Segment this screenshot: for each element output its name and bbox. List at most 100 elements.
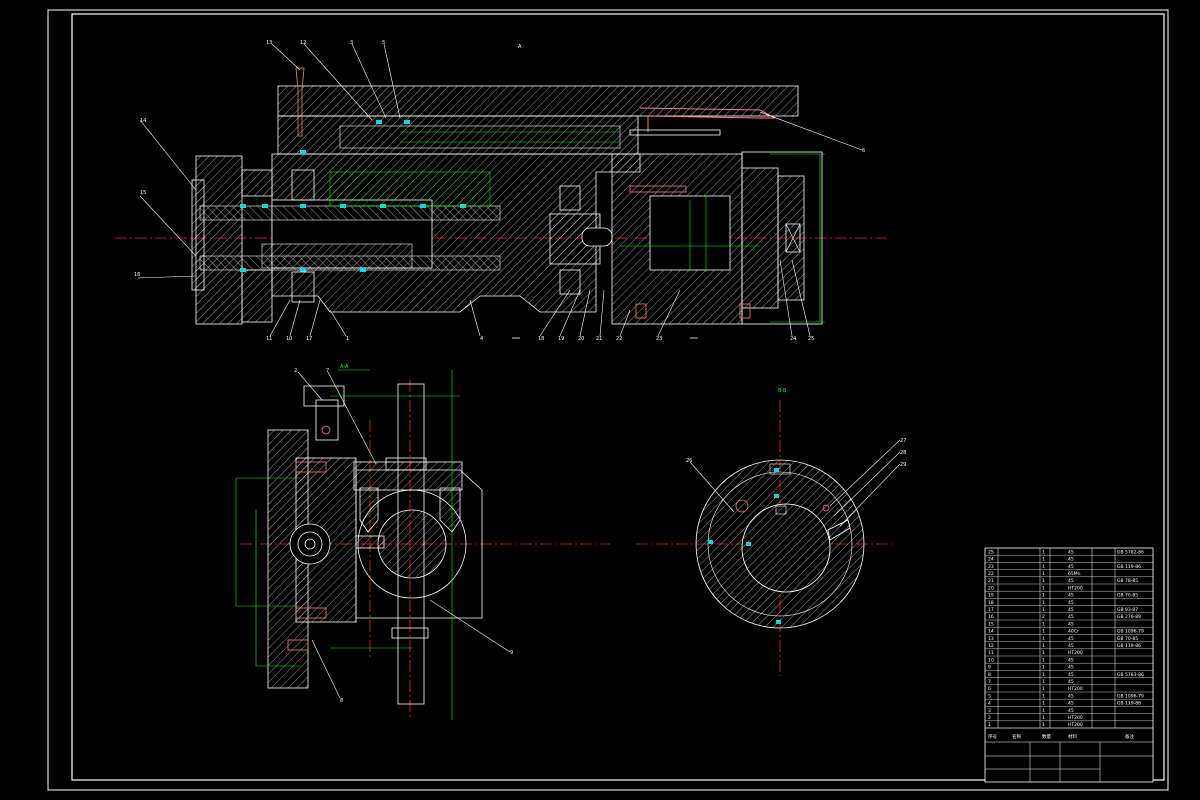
bom-cell: 9 bbox=[988, 665, 991, 671]
section-view-aa: A-A bbox=[235, 364, 610, 720]
bom-cell: 24 bbox=[988, 557, 994, 563]
callout-5: 5 bbox=[382, 40, 385, 46]
bom-cell: 1 bbox=[1042, 657, 1045, 663]
callout-22: 22 bbox=[616, 336, 622, 342]
bom-cell: GB 119-86 bbox=[1117, 701, 1141, 707]
bom-cell: 45 bbox=[1068, 564, 1074, 570]
callout-12: 12 bbox=[300, 40, 306, 46]
bom-cell: 45 bbox=[1068, 607, 1074, 613]
bom-cell: 2 bbox=[1042, 614, 1045, 620]
callout-28: 28 bbox=[900, 450, 906, 456]
callout-20: 20 bbox=[578, 336, 584, 342]
bom-cell: 1 bbox=[988, 722, 991, 728]
callout-16: 16 bbox=[134, 272, 140, 278]
bom-cell: 45 bbox=[1068, 643, 1074, 649]
bom-cell: 1 bbox=[1042, 722, 1045, 728]
bom-cell: 1 bbox=[1042, 715, 1045, 721]
bom-cell: 45 bbox=[1068, 621, 1074, 627]
callout-1: 1 bbox=[346, 336, 349, 342]
bom-cell: 17 bbox=[988, 607, 994, 613]
callout-8: 8 bbox=[340, 698, 343, 704]
bom-cell: 1 bbox=[1042, 672, 1045, 678]
callout-24: 24 bbox=[790, 336, 796, 342]
callout-13: 13 bbox=[266, 40, 272, 46]
callout-4: 4 bbox=[480, 336, 483, 342]
bom-cell: HT200 bbox=[1068, 722, 1083, 728]
bom-cell: 19 bbox=[988, 593, 994, 599]
bom-cell: GB 5783-86 bbox=[1117, 672, 1144, 678]
bom-cell: 8 bbox=[988, 672, 991, 678]
view-label-aa: A-A bbox=[340, 364, 349, 370]
callout-26: 26 bbox=[686, 458, 692, 464]
bom-cell: 45 bbox=[1068, 593, 1074, 599]
bom-cell: HT200 bbox=[1068, 650, 1083, 656]
bom-cell: 1 bbox=[1042, 708, 1045, 714]
bom-cell: 18 bbox=[988, 600, 994, 606]
bom-cell: 65Mn bbox=[1068, 571, 1081, 577]
callout-21: 21 bbox=[596, 336, 602, 342]
bom-header: 序号 名称 数量 材料 备注 bbox=[988, 733, 1134, 740]
bom-cell: GB 5782-86 bbox=[1117, 549, 1144, 555]
bom-cell: GB 78-85 bbox=[1117, 578, 1138, 584]
bom-cell: 1 bbox=[1042, 593, 1045, 599]
callout-9: 9 bbox=[510, 650, 513, 656]
bom-cell: 4 bbox=[988, 701, 991, 707]
bom-cell: 45 bbox=[1068, 665, 1074, 671]
bom-cell: 45 bbox=[1068, 679, 1074, 685]
bom-cell: GB 70-85 bbox=[1117, 593, 1138, 599]
bom-header-material: 材料 bbox=[1068, 733, 1077, 740]
bom-cell: 40Cr bbox=[1068, 629, 1079, 635]
bom-cell: 20 bbox=[988, 585, 994, 591]
bom-cell: 1 bbox=[1042, 578, 1045, 584]
view-label-bb: B-B bbox=[778, 388, 787, 394]
bom-cell: 21 bbox=[988, 578, 994, 584]
bom-cell: 14 bbox=[988, 629, 994, 635]
bom-cell: 45 bbox=[1068, 557, 1074, 563]
bom-cell: 1 bbox=[1042, 693, 1045, 699]
bom-cell: 1 bbox=[1042, 636, 1045, 642]
bom-cell: HT200 bbox=[1068, 715, 1083, 721]
bom-cell: 25 bbox=[988, 549, 994, 555]
bom-cell: 45 bbox=[1068, 549, 1074, 555]
bom-cell: 1 bbox=[1042, 650, 1045, 656]
bom-cell: GB 93-87 bbox=[1117, 607, 1138, 613]
bom-cell: 3 bbox=[988, 708, 991, 714]
bom-cell: GB 119-86 bbox=[1117, 643, 1141, 649]
bom-cell: GB 276-89 bbox=[1117, 614, 1141, 620]
section-mark-a: A bbox=[518, 44, 522, 50]
callout-14: 14 bbox=[140, 118, 146, 124]
callout-25: 25 bbox=[808, 336, 814, 342]
bom-header-qty: 数量 bbox=[1042, 733, 1051, 740]
callout-7: 7 bbox=[326, 368, 329, 374]
callout-10: 10 bbox=[286, 336, 292, 342]
callout-17: 17 bbox=[306, 336, 312, 342]
bom-cell: 45 bbox=[1068, 672, 1074, 678]
callout-15: 15 bbox=[140, 190, 146, 196]
bom-header-name: 名称 bbox=[1012, 733, 1021, 740]
bom-cell: GB 1096-79 bbox=[1117, 693, 1144, 699]
callout-19: 19 bbox=[558, 336, 564, 342]
bom-cell: 1 bbox=[1042, 549, 1045, 555]
bom-cell: 45 bbox=[1068, 657, 1074, 663]
bom-cell: 45 bbox=[1068, 693, 1074, 699]
bom-cell: 1 bbox=[1042, 643, 1045, 649]
bom-header-no: 序号 bbox=[988, 733, 997, 740]
bom-cell: 45 bbox=[1068, 636, 1074, 642]
bom-cell: 1 bbox=[1042, 564, 1045, 570]
bom-cell: 45 bbox=[1068, 600, 1074, 606]
main-section-view: 13 12 3 5 14 15 16 6 4 1 11 10 17 18 19 … bbox=[115, 40, 890, 342]
bom-cell: GB 1096-79 bbox=[1117, 629, 1144, 635]
bom-cell: 1 bbox=[1042, 621, 1045, 627]
bom-cell: 11 bbox=[988, 650, 994, 656]
drawing-border bbox=[47, 9, 1169, 791]
bom-cell: 22 bbox=[988, 571, 994, 577]
callout-3: 3 bbox=[350, 40, 353, 46]
callout-6: 6 bbox=[862, 148, 865, 154]
bom-cell: 1 bbox=[1042, 557, 1045, 563]
bom-cell: 45 bbox=[1068, 701, 1074, 707]
bom-cell: 1 bbox=[1042, 571, 1045, 577]
bom-cell: 5 bbox=[988, 693, 991, 699]
